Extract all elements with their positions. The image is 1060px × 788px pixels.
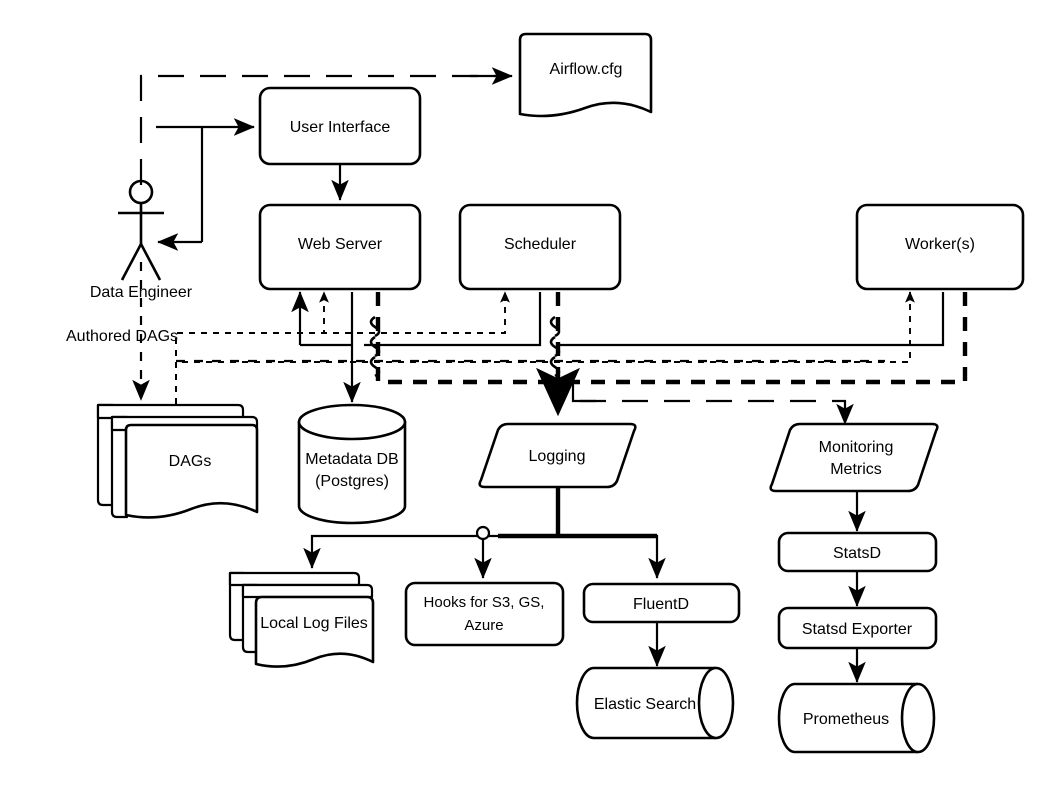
node-statsd[interactable]: StatsD: [777, 531, 938, 573]
node-statsd-exporter[interactable]: Statsd Exporter: [777, 606, 938, 650]
node-prometheus[interactable]: Prometheus: [777, 682, 936, 754]
node-label-elastic-search: Elastic Search: [594, 696, 696, 713]
node-elastic-search[interactable]: Elastic Search: [575, 666, 735, 740]
node-monitoring-metrics[interactable]: Monitoring Metrics: [769, 422, 939, 493]
node-label-monitoring-metrics-2: Metrics: [830, 461, 882, 478]
node-label-hooks-1: Hooks for S3, GS,: [424, 594, 545, 611]
node-label-fluentd: FluentD: [633, 596, 689, 613]
actor-label: Data Engineer: [90, 284, 193, 301]
node-label-monitoring-metrics-1: Monitoring: [819, 439, 894, 456]
edge-workers-to-metadatadb: [560, 292, 945, 347]
edge-to-monitoring-metrics: [571, 382, 854, 425]
node-label-web-server: Web Server: [298, 236, 383, 253]
node-label-logging: Logging: [529, 448, 586, 465]
node-label-workers: Worker(s): [905, 236, 975, 253]
node-label-metadata-db-2: (Postgres): [315, 473, 389, 490]
edge-metadatadb-to-webserver: [291, 291, 352, 347]
edge-engineer-ui: [156, 118, 255, 251]
node-logging[interactable]: Logging: [478, 422, 637, 489]
edge-dags-to-scheduler: [175, 291, 510, 404]
node-label-user-interface: User Interface: [290, 119, 391, 136]
node-metadata-db[interactable]: Metadata DB (Postgres): [297, 403, 407, 525]
edge-logging-to-fluentd: [558, 534, 666, 579]
node-user-interface[interactable]: User Interface: [258, 86, 422, 166]
node-hooks[interactable]: Hooks for S3, GS, Azure: [404, 581, 565, 647]
node-airflow-cfg[interactable]: Airflow.cfg: [518, 32, 653, 118]
node-local-log-files[interactable]: Local Log Files: [228, 571, 375, 668]
edge-label-authored-dags: Authored DAGs: [66, 328, 178, 345]
node-label-dags: DAGs: [169, 453, 212, 470]
node-workers[interactable]: Worker(s): [855, 203, 1025, 291]
node-scheduler[interactable]: Scheduler: [458, 203, 622, 291]
node-label-local-log-files: Local Log Files: [260, 615, 368, 632]
node-web-server[interactable]: Web Server: [258, 203, 422, 291]
node-label-metadata-db-1: Metadata DB: [305, 451, 398, 468]
edge-logging-to-hooks: [474, 525, 492, 579]
edge-logging-to-local-log-files: [303, 534, 558, 569]
edge-scheduler-to-metadatadb: [364, 292, 542, 347]
node-label-hooks-2: Azure: [464, 617, 503, 634]
node-label-prometheus: Prometheus: [803, 711, 889, 728]
edge-dags-to-webserver: [175, 291, 329, 404]
node-dags[interactable]: DAGs: [96, 403, 259, 519]
node-label-statsd-exporter: Statsd Exporter: [802, 621, 913, 638]
node-fluentd[interactable]: FluentD: [582, 582, 741, 624]
node-label-scheduler: Scheduler: [504, 236, 577, 253]
edge-dags-to-workers: [175, 291, 915, 404]
node-label-airflow-cfg: Airflow.cfg: [550, 61, 623, 78]
edge-webserver-to-logging: [375, 292, 552, 385]
edge-engineer-to-airflow-cfg: [139, 67, 513, 185]
edge-workers-to-logging: [566, 292, 968, 385]
line-hop-marker-icon: [475, 525, 491, 541]
node-label-statsd: StatsD: [833, 545, 881, 562]
line-hop-squiggles: [369, 315, 561, 378]
actor-data-engineer: Data Engineer: [90, 179, 193, 301]
